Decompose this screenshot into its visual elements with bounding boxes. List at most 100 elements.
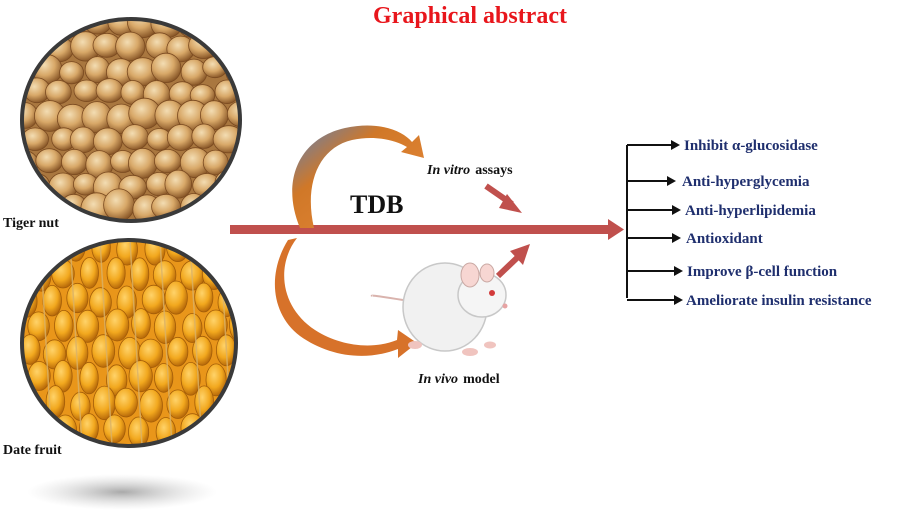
date-fruit-texture <box>131 308 151 340</box>
tiger-nut-texture <box>202 190 233 221</box>
tiger-nut-label: Tiger nut <box>3 216 59 231</box>
date-fruit-texture <box>27 411 49 446</box>
date-fruit-texture <box>91 334 116 368</box>
date-fruit-texture <box>231 256 236 291</box>
tiger-nut-texture <box>214 169 240 196</box>
tiger-nut-texture <box>200 19 230 40</box>
date-fruit-texture <box>76 309 100 343</box>
date-fruit-texture <box>80 257 99 289</box>
date-fruit-texture <box>141 284 166 315</box>
in-vitro-to-tdb-arrow <box>484 183 522 213</box>
date-fruit-texture <box>182 313 203 343</box>
tiger-nut-texture <box>150 52 182 84</box>
date-fruit-texture <box>205 363 227 397</box>
tiger-nut-texture <box>73 79 100 103</box>
tiger-nut-texture <box>103 188 135 221</box>
date-fruit-texture <box>79 361 99 395</box>
tiger-nut-texture <box>153 149 182 174</box>
tiger-nut-texture <box>69 126 97 154</box>
date-stem-texture <box>129 240 143 446</box>
curved-arrow-in-vivo <box>274 238 417 358</box>
date-fruit-texture <box>139 388 163 423</box>
date-stem-texture <box>69 240 83 446</box>
tiger-nut-texture <box>95 78 124 103</box>
date-fruit-texture <box>43 240 63 266</box>
tiger-nut-texture <box>23 32 49 60</box>
diagram-title: Graphical abstract <box>373 3 567 29</box>
date-fruit-texture <box>194 282 214 313</box>
in-vivo-to-tdb-arrow <box>495 244 530 279</box>
date-stem-texture <box>99 240 113 446</box>
tiger-nut-texture <box>228 19 240 37</box>
tiger-nut-texture <box>22 127 49 151</box>
tdb-label: TDB <box>350 190 403 219</box>
date-fruit-photo <box>20 238 238 448</box>
effect-arrow-head <box>674 295 683 305</box>
date-fruit-label: Date fruit <box>3 443 62 458</box>
effect-arrow-head <box>671 140 680 150</box>
date-fruit-texture <box>93 385 116 421</box>
effect-label: Anti-hyperlipidemia <box>685 203 816 219</box>
tiger-nut-texture <box>22 19 38 36</box>
date-fruit-texture <box>54 309 74 342</box>
rat-illustration <box>370 262 508 356</box>
curved-arrow-in-vitro <box>292 125 424 228</box>
tiger-nut-texture <box>238 125 240 150</box>
tiger-nut-texture <box>236 171 240 199</box>
date-fruit-texture <box>130 257 150 292</box>
tiger-nut-texture <box>166 124 195 151</box>
effect-label: Anti-hyperglycemia <box>682 174 810 190</box>
tiger-nut-texture <box>226 100 240 128</box>
date-stem-texture <box>189 240 203 446</box>
date-fruit-texture <box>128 416 150 446</box>
date-fruit-texture <box>114 387 138 418</box>
tiger-nut-texture <box>241 35 271 64</box>
tiger-nut-texture <box>121 124 149 151</box>
tiger-nut-texture <box>115 31 146 62</box>
tiger-nut-texture <box>36 19 62 38</box>
date-fruit-texture <box>203 411 226 445</box>
effect-label: Antioxidant <box>686 231 763 247</box>
tiger-nut-photo <box>20 17 271 223</box>
date-fruit-texture <box>105 308 130 342</box>
date-fruit-texture <box>106 257 126 290</box>
tiger-nut-texture <box>180 58 208 86</box>
date-fruit-texture <box>103 414 126 444</box>
effect-arrow-head <box>667 176 676 186</box>
date-fruit-texture <box>180 361 201 396</box>
effect-label: Improve β-cell function <box>687 264 838 280</box>
date-fruit-texture <box>42 285 62 317</box>
tiger-nut-texture <box>238 77 240 108</box>
date-fruit-texture <box>167 336 189 367</box>
date-stem-texture <box>159 240 173 446</box>
date-fruit-texture <box>166 389 190 419</box>
date-fruit-texture <box>164 280 188 315</box>
effect-arrow-head <box>672 233 681 243</box>
tiger-nut-texture <box>177 19 208 38</box>
date-fruit-texture <box>192 240 215 265</box>
effect-arrow-head <box>674 266 683 276</box>
date-fruit-texture <box>128 360 153 393</box>
date-fruit-texture <box>89 287 112 318</box>
date-fruit-texture <box>229 417 236 446</box>
date-fruit-texture <box>215 240 236 264</box>
effect-arrow-head <box>672 205 681 215</box>
tiger-nut-texture <box>225 194 240 219</box>
date-fruit-texture <box>22 240 37 263</box>
date-fruit-texture <box>152 260 177 290</box>
date-fruit-texture <box>154 363 174 393</box>
tiger-nut-texture <box>35 148 64 174</box>
date-fruit-texture <box>22 334 41 365</box>
main-arrow <box>230 219 624 240</box>
effects-list: Inhibit α-glucosidaseAnti-hyperglycemiaA… <box>627 138 872 309</box>
date-fruit-texture <box>204 309 228 341</box>
tiger-nut-texture <box>191 123 217 149</box>
drop-shadow <box>27 474 217 510</box>
date-fruit-texture <box>144 240 166 266</box>
date-fruit-texture <box>66 282 89 314</box>
tiger-nut-texture <box>59 61 84 85</box>
effect-label: Ameliorate insulin resistance <box>686 293 872 309</box>
